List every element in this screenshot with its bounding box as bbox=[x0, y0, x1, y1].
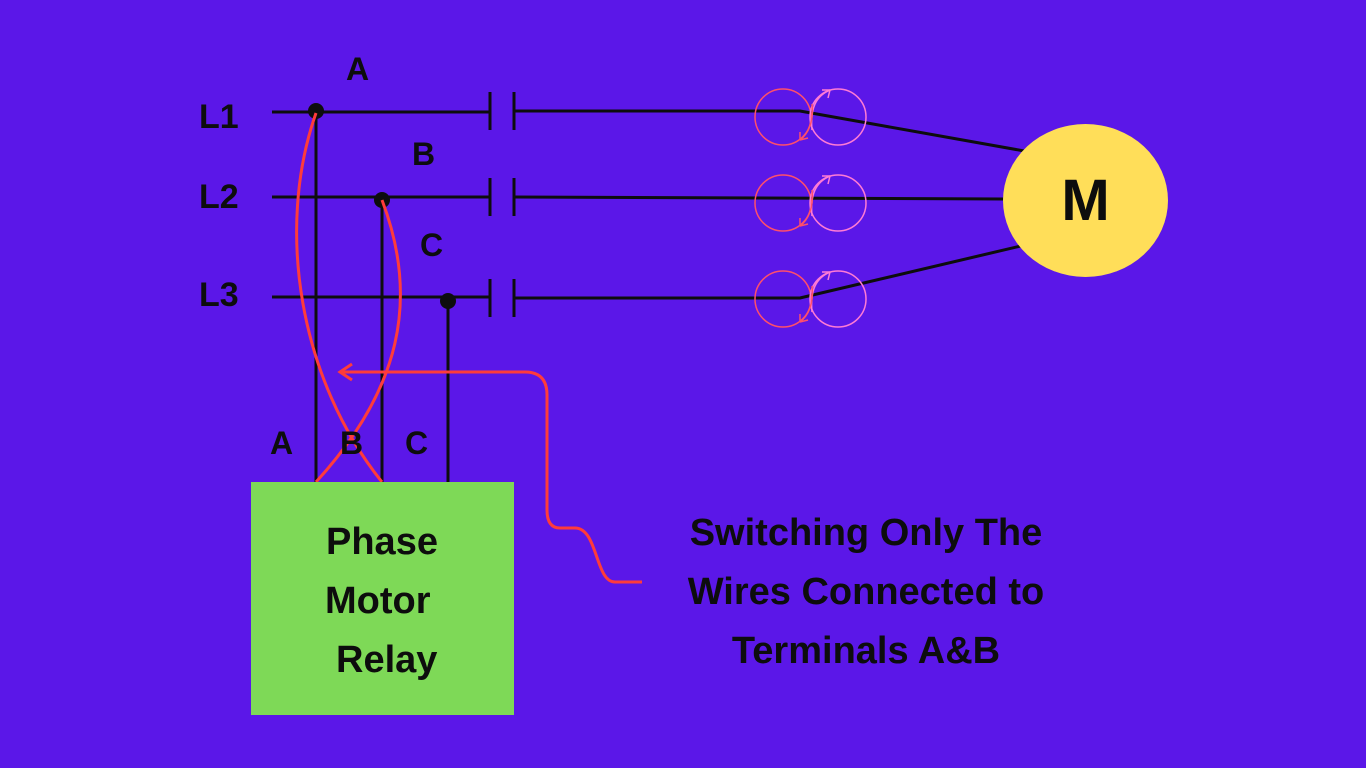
motor: M bbox=[1003, 124, 1168, 277]
motor-label: M bbox=[1061, 168, 1110, 233]
rotation-indicators bbox=[754, 88, 867, 328]
annotation-line-1: Switching Only The bbox=[689, 512, 1043, 554]
annotation-pointer bbox=[337, 362, 642, 584]
phase-label-a: A bbox=[346, 51, 370, 87]
terminal-label-a: A bbox=[270, 425, 294, 461]
line-label-l3: L3 bbox=[199, 276, 239, 314]
annotation-line-3: Terminals A&B bbox=[731, 630, 1001, 672]
relay-label-line-1: Phase bbox=[326, 521, 438, 563]
relay-drop-wires bbox=[314, 112, 450, 482]
motor-feed-wires bbox=[513, 109, 1031, 300]
terminal-label-c: C bbox=[405, 425, 429, 461]
contactor-contacts bbox=[488, 92, 516, 317]
relay-label-line-2: Motor bbox=[325, 580, 431, 622]
phase-motor-relay: Phase Motor Relay bbox=[251, 482, 514, 715]
annotation-line-2: Wires Connected to bbox=[687, 571, 1045, 613]
line-label-l1: L1 bbox=[199, 98, 239, 136]
swapped-wires bbox=[295, 112, 402, 484]
annotation-text: Switching Only The Wires Connected to Te… bbox=[640, 504, 1092, 681]
phase-label-b: B bbox=[412, 136, 436, 172]
relay-label-line-3: Relay bbox=[336, 639, 438, 681]
phase-label-c: C bbox=[420, 227, 444, 263]
terminal-label-b: B bbox=[340, 425, 364, 461]
line-label-l2: L2 bbox=[199, 178, 239, 216]
